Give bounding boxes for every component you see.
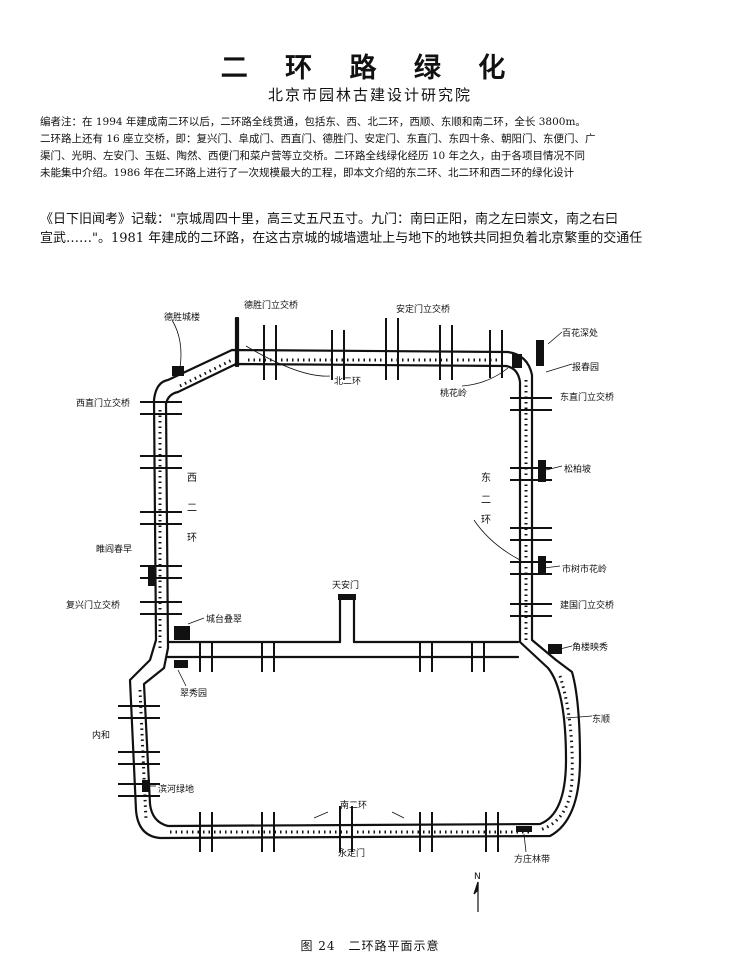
figure-caption: 图 24 二环路平面示意 bbox=[300, 939, 440, 953]
map-label: 东顺 bbox=[592, 715, 611, 725]
park-patch bbox=[538, 556, 546, 574]
park-patch bbox=[536, 340, 544, 366]
ring-road-inner bbox=[142, 362, 568, 828]
body-line: 宣武……"。1981 年建成的二环路，在这古京城的城墙遗址上与地下的地铁共同担负… bbox=[40, 231, 643, 246]
map-label: 东直门立交桥 bbox=[560, 393, 615, 403]
tiananmen-marker bbox=[338, 594, 356, 600]
park-patch bbox=[516, 826, 532, 832]
north-arrow-icon bbox=[473, 881, 479, 912]
editor-note-line: 未能集中介绍。1986 年在二环路上进行了一次规模最大的工程，即本文介绍的东二环… bbox=[40, 167, 575, 179]
map-label: 北二环 bbox=[334, 377, 362, 387]
map-label: 复兴门立交桥 bbox=[66, 601, 121, 611]
page-title: 二 环 路 绿 化 bbox=[220, 53, 520, 84]
park-patch bbox=[142, 780, 150, 792]
map-label: 永定门 bbox=[338, 849, 366, 859]
north-label: N bbox=[474, 872, 481, 882]
editor-note-line: 二环路上还有 16 座立交桥，即：复兴门、阜成门、西直门、德胜门、安定门、东直门… bbox=[40, 133, 596, 145]
map-label: 德胜门立交桥 bbox=[244, 301, 299, 311]
map-label: 东 bbox=[481, 473, 491, 484]
editor-note: 编者注：在 1994 年建成南二环以后，二环路全线贯通，包括东、西、北二环，西顺… bbox=[40, 114, 705, 182]
park-patch bbox=[538, 460, 546, 482]
map-label: 西 bbox=[187, 473, 197, 484]
body-text: 《日下旧闻考》记载："京城周四十里，高三丈五尺五寸。九门：南曰正阳，南之左曰崇文… bbox=[40, 210, 705, 248]
map-label: 安定门立交桥 bbox=[396, 305, 451, 315]
map-label: 德胜城楼 bbox=[164, 313, 201, 323]
map-label: 滨河绿地 bbox=[158, 785, 195, 795]
map-label: 内和 bbox=[92, 731, 111, 741]
map-label: 城台叠翠 bbox=[206, 615, 243, 625]
map-label: 睢阎春早 bbox=[96, 545, 133, 555]
map-label: 方庄林带 bbox=[514, 855, 551, 865]
author-line: 北京市园林古建设计研究院 bbox=[267, 86, 472, 104]
park-patch bbox=[174, 660, 188, 668]
park-patch bbox=[174, 626, 190, 640]
park-patch bbox=[512, 354, 522, 368]
map-label: 松柏坡 bbox=[564, 465, 592, 475]
editor-note-line: 渠门、光明、左安门、玉蜓、陶然、西便门和菜户营等立交桥。二环路全线绿化经历 10… bbox=[40, 150, 586, 162]
map-label: 西直门立交桥 bbox=[76, 399, 131, 409]
map-label: 二 bbox=[187, 503, 197, 514]
map-label: 翠秀园 bbox=[180, 689, 208, 699]
map-label: 环 bbox=[481, 515, 491, 526]
map-label: 百花深处 bbox=[562, 329, 599, 339]
ring-road-outer bbox=[128, 348, 582, 840]
park-patch bbox=[548, 644, 562, 654]
map-label: 角楼映秀 bbox=[572, 643, 609, 653]
map-label: 环 bbox=[187, 533, 197, 544]
map-label: 南二环 bbox=[340, 801, 368, 811]
map-label: 桃花岭 bbox=[440, 389, 468, 399]
map-label: 市树市花岭 bbox=[562, 565, 608, 575]
editor-note-line: 编者注：在 1994 年建成南二环以后，二环路全线贯通，包括东、西、北二环，西顺… bbox=[40, 116, 586, 128]
map-label: 二 bbox=[481, 495, 491, 506]
map-label: 建国门立交桥 bbox=[560, 601, 615, 611]
body-line: 《日下旧闻考》记载："京城周四十里，高三丈五尺五寸。九门：南曰正阳，南之左曰崇文… bbox=[40, 212, 618, 227]
map-label: 天安门 bbox=[332, 581, 360, 591]
map-label: 报春园 bbox=[572, 363, 600, 373]
park-patch bbox=[148, 566, 156, 586]
park-patch bbox=[172, 366, 184, 376]
